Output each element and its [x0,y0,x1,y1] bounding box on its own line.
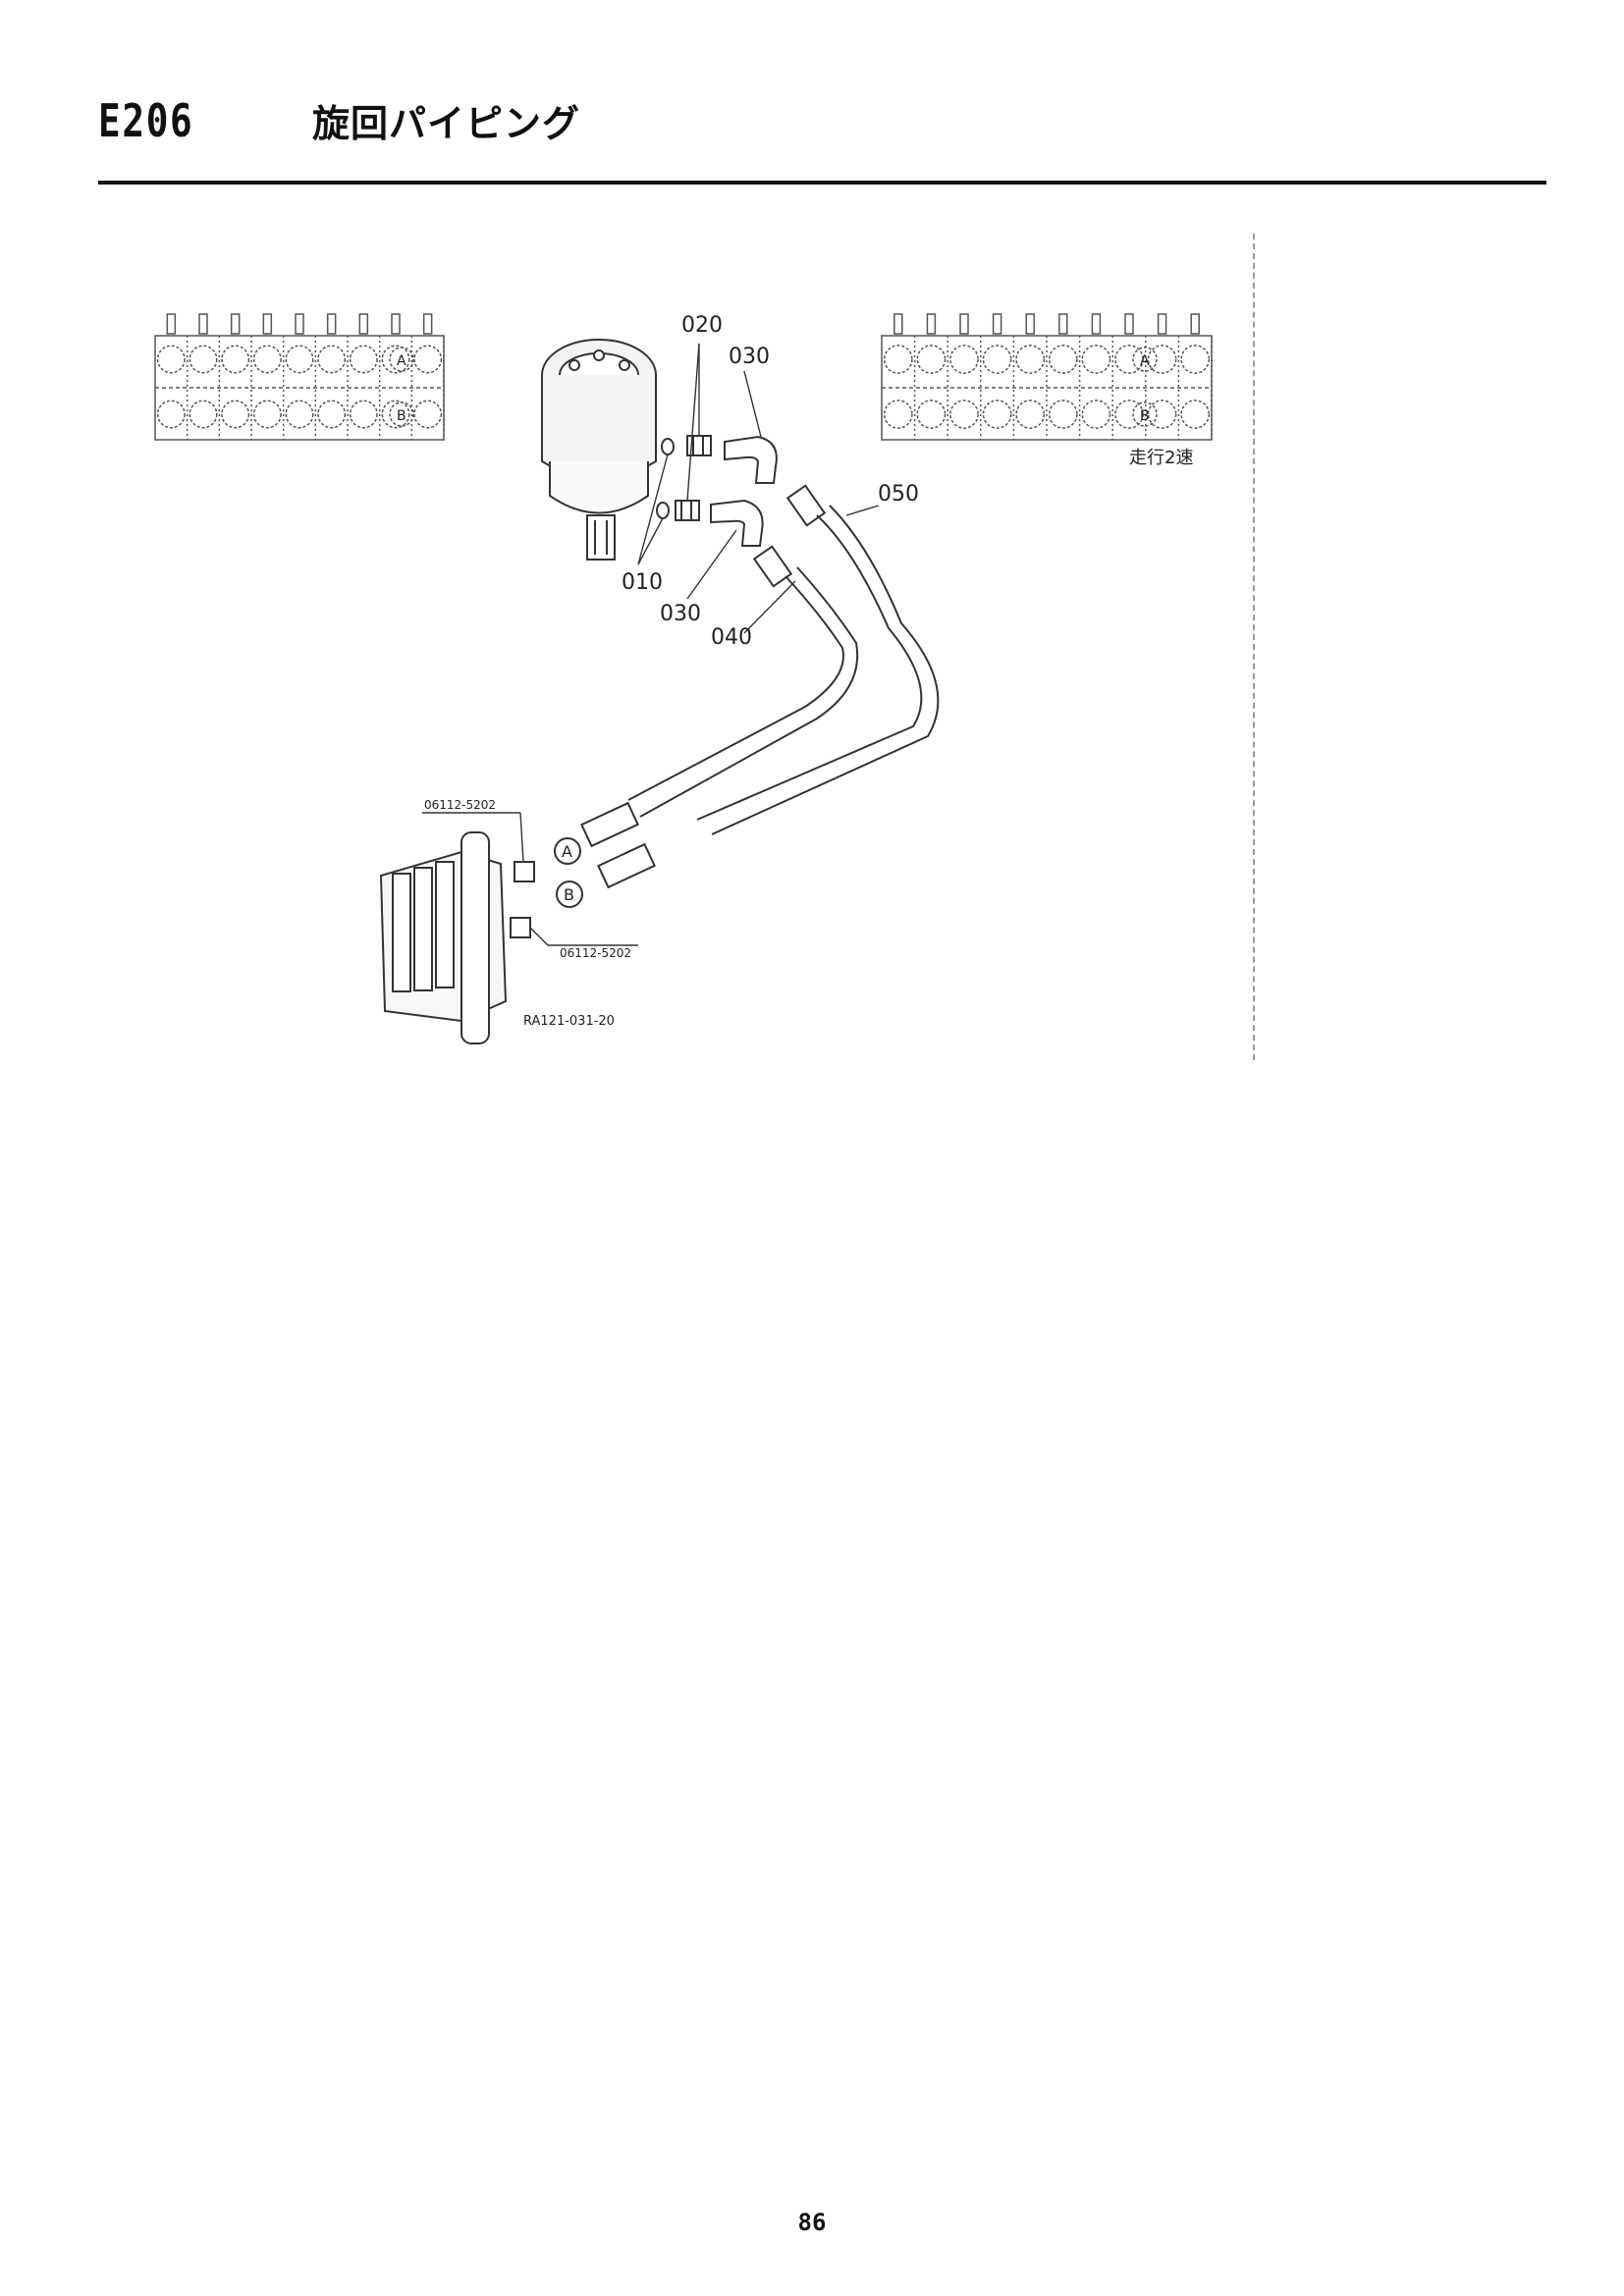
valve-spool-port [1147,345,1177,374]
hose-040 [627,566,859,818]
header-rule [98,181,1546,185]
valve-spool-port [381,345,410,374]
control-valve-body [379,831,535,1044]
port-balloon-a [554,837,581,865]
valve-spool-port [916,400,947,429]
valve-spool-port [349,400,378,429]
valve-spool-port [1114,345,1144,374]
valve-spool-port [381,400,410,429]
section-title: 旋回パイピング [312,102,581,145]
page-number: 86 [797,2209,827,2236]
valve-spool-port [156,400,186,429]
connector-020 [675,435,712,521]
valve-spool-pin [230,313,241,335]
valve-spool-pin [166,313,177,335]
valve-spool-pin [1091,313,1102,335]
swivel-motor [541,339,657,561]
hose-050 [696,505,940,835]
valve-spool-port [1081,345,1111,374]
valve-spool-port [883,345,913,374]
valve-spool-pin [326,313,337,335]
label-010: 010 [622,570,663,595]
valve-spool-pin [391,313,401,335]
valve-spool-pin [198,313,208,335]
drawing-number: RA121-031-20 [523,1014,615,1029]
valve-spool-pin [358,313,369,335]
label-030-top: 030 [729,345,770,369]
port-b-label: B [564,885,574,904]
label-ref-lower: 06112-5202 [560,946,631,960]
valve-spool-pin [1157,313,1167,335]
column-divider [1253,234,1255,1060]
left-valve-schematic [154,313,445,441]
valve-spool-port [1015,400,1046,429]
valve-spool-pin [1025,313,1035,335]
label-050: 050 [878,482,919,507]
valve-spool-pin [893,313,903,335]
valve-spool-port [916,345,947,374]
right-port-a: A [1140,353,1150,369]
label-ref-upper: 06112-5202 [424,798,496,812]
valve-spool-port [252,400,282,429]
o-ring-010 [656,438,675,519]
valve-spool-port [1015,345,1046,374]
valve-spool-pin [926,313,937,335]
valve-spool-port [317,400,347,429]
valve-spool-pin [262,313,273,335]
parts-diagram: A B A B 走行2速 [154,313,1213,1044]
right-valve-caption: 走行2速 [1129,448,1193,468]
valve-spool-port [1048,345,1078,374]
valve-spool-port [1147,400,1177,429]
valve-spool-pin [1190,313,1200,335]
valve-spool-port [883,400,913,429]
valve-spool-pin [959,313,969,335]
left-port-b: B [397,408,406,424]
valve-spool-port [1180,345,1211,374]
valve-spool-port [252,345,282,374]
valve-spool-port [1081,400,1111,429]
valve-spool-port [189,400,218,429]
valve-spool-port [317,345,347,374]
valve-spool-port [285,345,314,374]
right-port-b: B [1140,408,1150,424]
valve-spool-port [413,400,443,429]
valve-spool-port [982,345,1012,374]
valve-spool-pin [1124,313,1134,335]
right-valve-schematic [881,313,1213,441]
valve-spool-pin [295,313,304,335]
label-040: 040 [711,625,752,650]
valve-spool-pin [422,313,433,335]
valve-spool-port [285,400,314,429]
port-balloon-b [556,881,583,908]
elbow-030 [710,435,778,547]
valve-spool-pin [992,313,1002,335]
valve-spool-port [1180,400,1211,429]
label-020: 020 [681,313,723,338]
left-port-a: A [397,353,406,369]
section-code: E206 [98,94,194,147]
valve-spool-port [1048,400,1078,429]
page-header: E206 旋回パイピング [98,93,580,147]
valve-spool-port [413,345,443,374]
hose-end-fitting [580,801,656,889]
valve-spool-port [349,345,378,374]
label-030-bottom: 030 [660,602,701,626]
valve-spool-port [982,400,1012,429]
valve-spool-port [949,400,979,429]
valve-spool-port [221,345,250,374]
leader-lines [422,343,880,946]
valve-spool-port [156,345,186,374]
hose-fitting [752,484,827,588]
valve-spool-pin [1058,313,1068,335]
valve-spool-port [949,345,979,374]
port-a-label: A [562,842,572,861]
valve-spool-port [221,400,250,429]
valve-spool-port [189,345,218,374]
valve-spool-port [1114,400,1144,429]
